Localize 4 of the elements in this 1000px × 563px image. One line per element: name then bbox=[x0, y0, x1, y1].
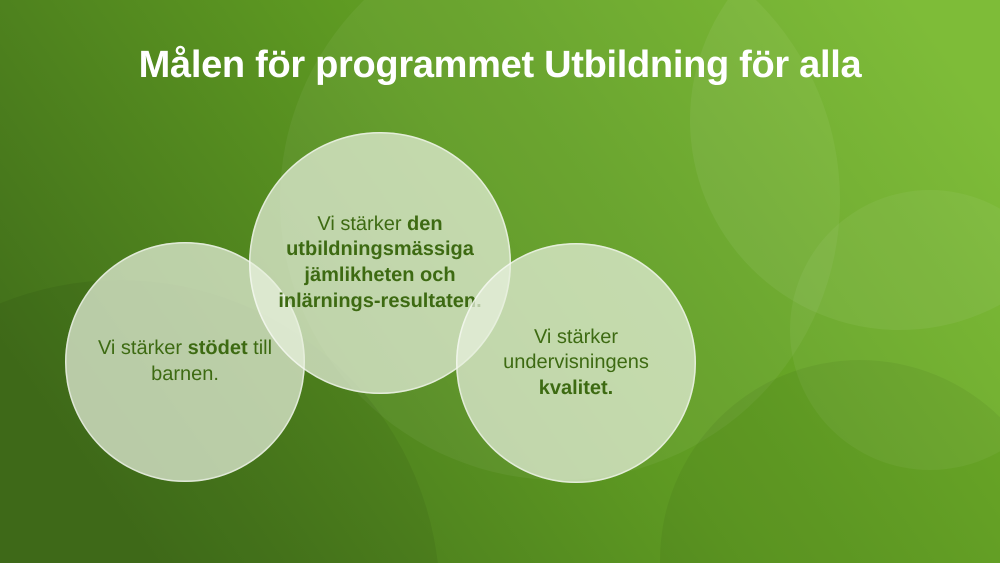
title: Målen för programmet Utbildning för alla bbox=[138, 44, 863, 87]
node-text: Vi stärker stödet till barnen. bbox=[96, 336, 274, 387]
node-text: Vi stärker undervisningens kvalitet. bbox=[502, 324, 650, 401]
node-text: Vi stärker den utbildningsmässiga jämlikheten och inlärnings-resultaten. bbox=[277, 212, 483, 314]
